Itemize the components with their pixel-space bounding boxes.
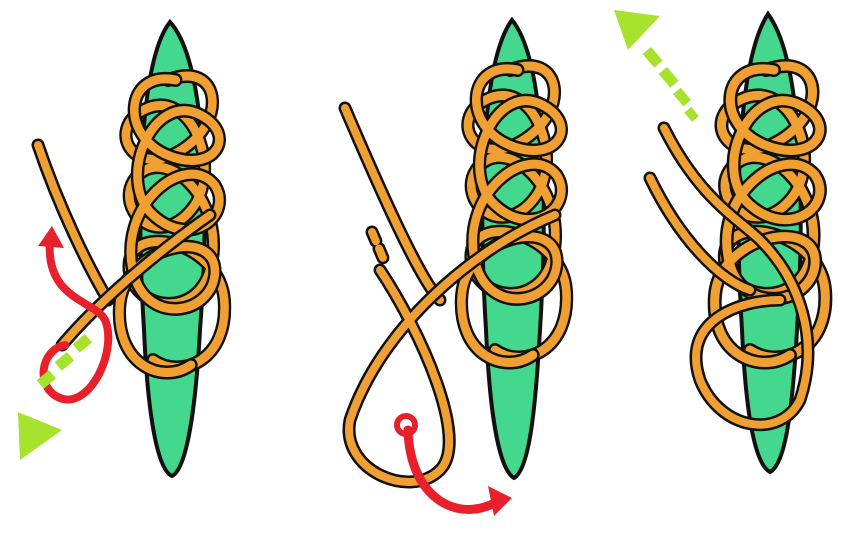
step-2-panel xyxy=(345,20,567,516)
step-3-panel xyxy=(614,10,825,472)
step-1-panel xyxy=(18,22,225,476)
green-pull-arrow-3 xyxy=(614,10,699,122)
